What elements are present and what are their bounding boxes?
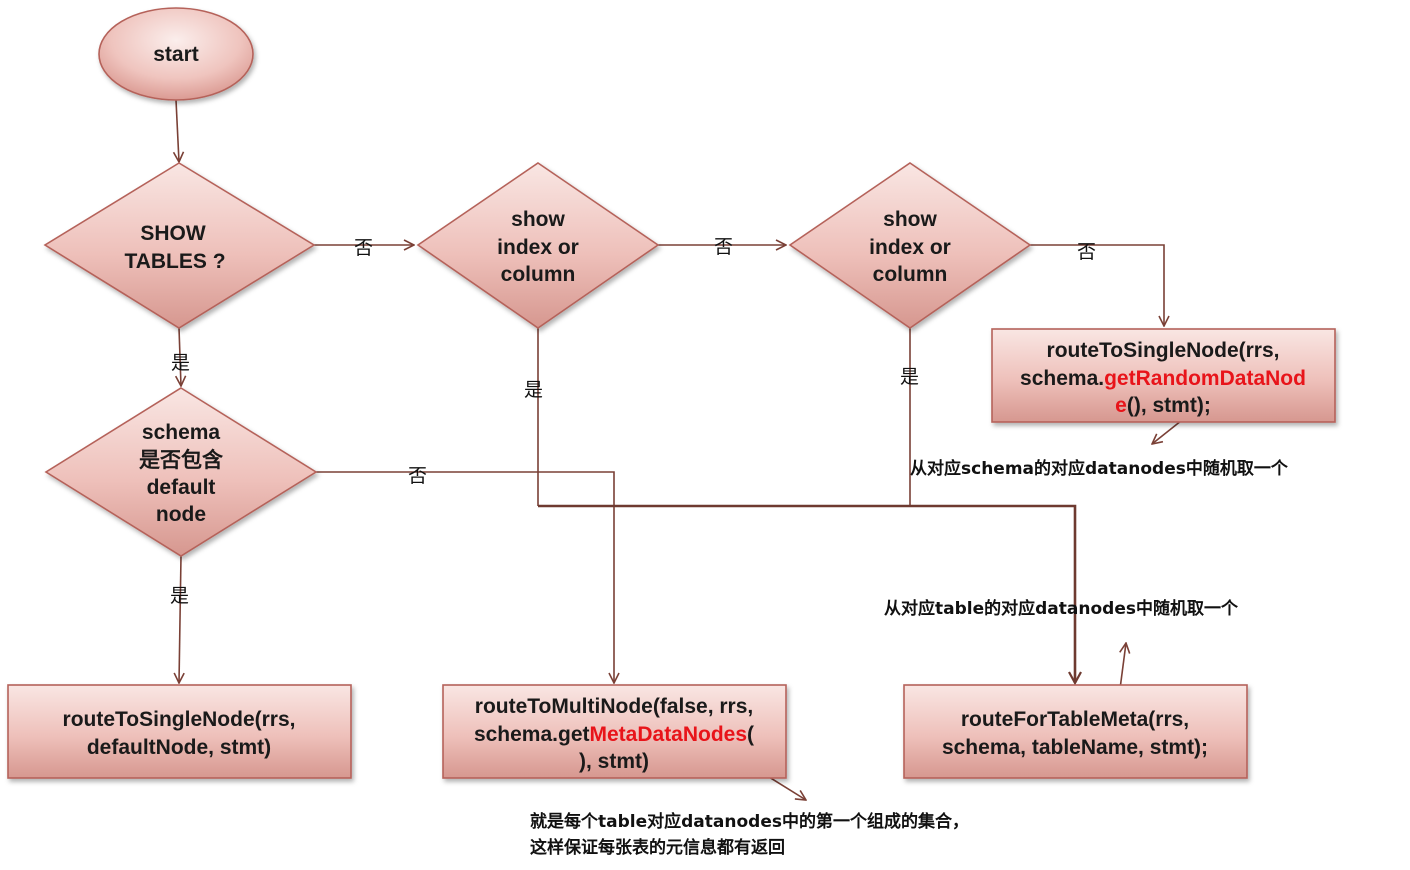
route-multi-suffix: ( <box>747 723 754 746</box>
edge-label-no-schema-default: 否 <box>408 465 427 487</box>
route-single-random-highlight-tail: e <box>1115 394 1127 417</box>
process-route-single-random-line1: routeToSingleNode(rrs, <box>1047 339 1280 362</box>
connector-start-to-show-tables <box>176 99 179 162</box>
process-route-table-meta-line2: schema, tableName, stmt); <box>942 736 1208 759</box>
decision-show-index-2-line3: column <box>873 263 948 286</box>
process-route-single-random-line2: schema.getRandomDataNod <box>1020 367 1306 390</box>
annotations: 从对应schema的对应datanodes中随机取一个 从对应table的对应d… <box>530 458 1289 858</box>
process-route-multi: routeToMultiNode(false, rrs, schema.getM… <box>442 684 787 779</box>
decision-show-tables-line1: SHOW <box>140 222 206 245</box>
route-multi-prefix: schema.get <box>474 723 590 746</box>
route-single-random-prefix: schema. <box>1020 367 1104 390</box>
connector-show-tables-yes <box>179 327 181 386</box>
decision-schema-default-line4: node <box>156 503 206 526</box>
decision-show-index-2-shape <box>788 162 1032 329</box>
decision-show-tables-shape <box>43 162 316 329</box>
note-meta-line2: 这样保证每张表的元信息都有返回 <box>530 837 785 858</box>
process-route-multi-line2: schema.getMetaDataNodes( <box>474 723 754 746</box>
decision-schema-default-line3: default <box>147 476 216 499</box>
start-oval <box>98 7 254 101</box>
decision-show-index-1: show index or column <box>416 162 660 329</box>
decision-show-index-1-line3: column <box>501 263 576 286</box>
process-route-single-default-line2: defaultNode, stmt) <box>87 736 271 759</box>
edge-labels: 否 否 否 否 是 是 是 是 <box>170 236 1096 607</box>
start-label: start <box>153 43 199 66</box>
connector-merge-to-table-meta <box>538 504 1075 683</box>
decision-schema-default: schema 是否包含 default node <box>44 387 318 557</box>
process-route-table-meta-box <box>903 684 1248 779</box>
decision-show-tables: SHOW TABLES ? <box>43 162 316 329</box>
process-route-multi-line1: routeToMultiNode(false, rrs, <box>475 695 753 718</box>
process-route-multi-box <box>442 684 787 779</box>
decision-show-index-1-line2: index or <box>497 236 579 259</box>
decision-show-index-2: show index or column <box>788 162 1032 329</box>
route-single-random-suffix: (), stmt); <box>1127 394 1211 417</box>
connector-show-index-2-no <box>1030 244 1164 326</box>
note-meta-line1: 就是每个table对应datanodes中的第一个组成的集合， <box>530 811 969 832</box>
route-single-random-highlight: getRandomDataNod <box>1104 367 1306 390</box>
process-route-single-default-line1: routeToSingleNode(rrs, <box>63 708 296 731</box>
edge-label-yes-show-index-2: 是 <box>900 366 919 388</box>
process-route-single-default-box <box>7 684 352 779</box>
decision-show-index-2-line1: show <box>883 208 937 231</box>
note-random-schema: 从对应schema的对应datanodes中随机取一个 <box>910 458 1289 479</box>
edge-label-no-show-index-2: 否 <box>1077 241 1096 263</box>
process-route-single-random: routeToSingleNode(rrs, schema.getRandomD… <box>991 328 1336 423</box>
edge-label-yes-show-tables: 是 <box>171 352 190 374</box>
process-route-table-meta-line1: routeForTableMeta(rrs, <box>961 708 1189 731</box>
decision-show-index-1-line1: show <box>511 208 565 231</box>
start-node: start <box>98 7 254 101</box>
process-route-single-random-box <box>991 328 1336 423</box>
process-route-table-meta: routeForTableMeta(rrs, schema, tableName… <box>903 684 1248 779</box>
edge-label-yes-show-index-1: 是 <box>524 379 543 401</box>
process-route-single-random-line3: e(), stmt); <box>1115 394 1211 417</box>
connector-schema-default-no <box>316 471 614 683</box>
decision-show-index-2-line2: index or <box>869 236 951 259</box>
decision-schema-default-line2: 是否包含 <box>139 448 224 472</box>
note-random-table: 从对应table的对应datanodes中随机取一个 <box>884 598 1239 619</box>
process-route-single-default: routeToSingleNode(rrs, defaultNode, stmt… <box>7 684 352 779</box>
decision-schema-default-shape <box>44 387 318 557</box>
route-multi-highlight: MetaDataNodes <box>590 723 748 746</box>
process-route-multi-line3: ), stmt) <box>579 750 649 773</box>
decision-show-index-1-shape <box>416 162 660 329</box>
edge-label-no-show-index-1: 否 <box>714 236 733 258</box>
connector-schema-default-yes <box>179 555 181 683</box>
edge-label-no-show-tables: 否 <box>354 237 373 259</box>
decision-show-tables-line2: TABLES ? <box>124 250 225 273</box>
edge-label-yes-schema-default: 是 <box>170 585 189 607</box>
decision-schema-default-line1: schema <box>142 421 221 444</box>
